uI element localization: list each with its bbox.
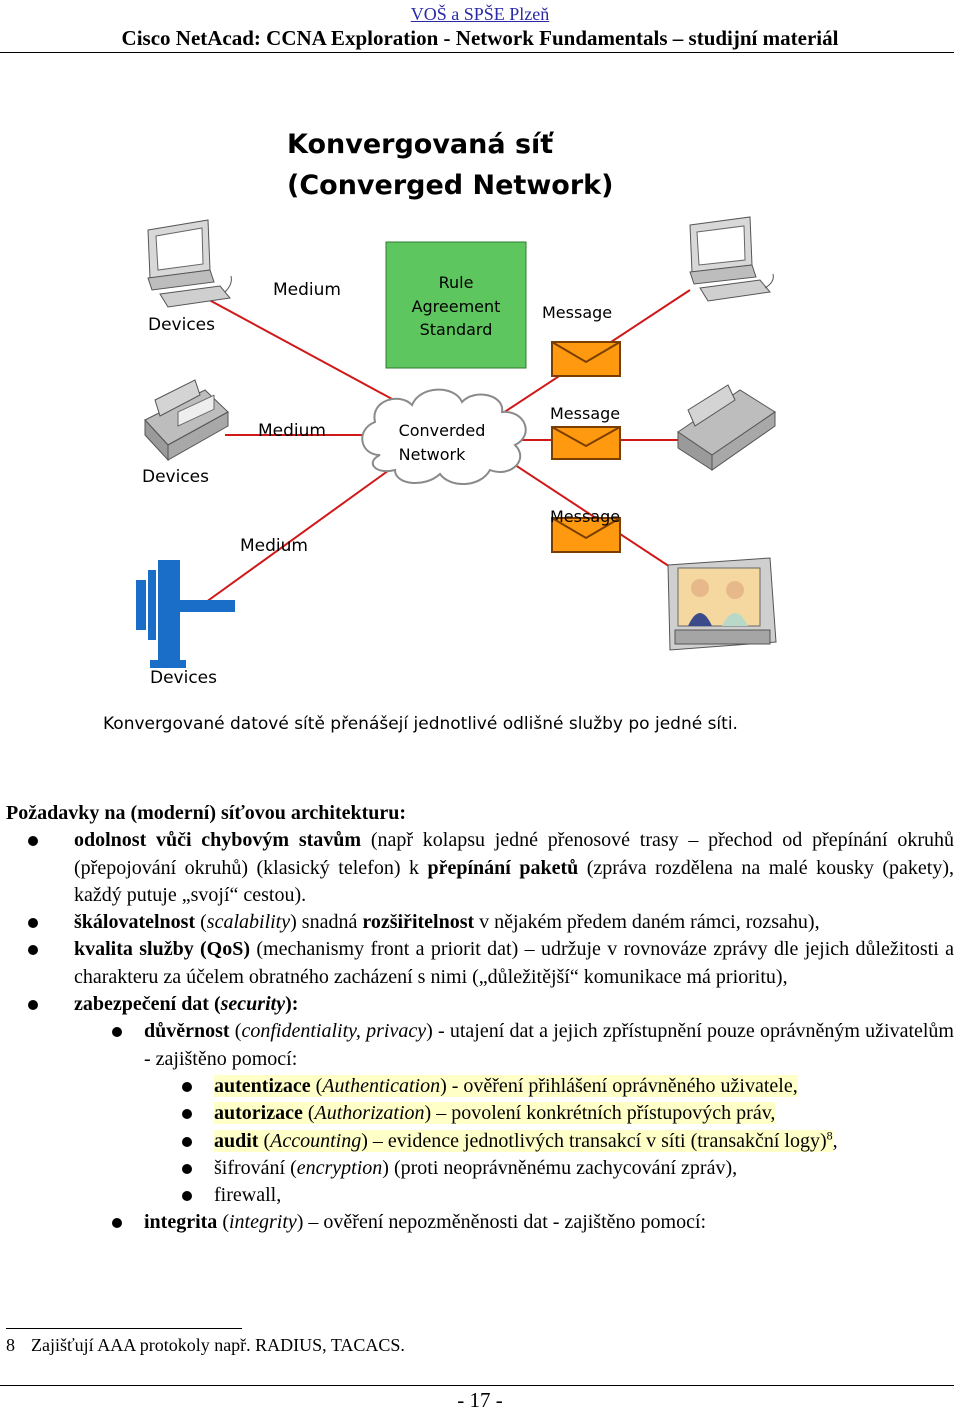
medium-label-3: Medium xyxy=(240,536,308,556)
course-title: Cisco NetAcad: CCNA Exploration - Networ… xyxy=(121,26,839,50)
list-item-fault-tolerance: odolnost vůči chybovým stavům (např kola… xyxy=(6,827,954,909)
message-label-2: Message xyxy=(550,404,620,423)
television-icon xyxy=(667,557,777,651)
requirements-title: Požadavky na (moderní) síťovou architekt… xyxy=(6,802,407,824)
requirements-list: odolnost vůči chybovým stavům (např kola… xyxy=(6,827,954,1236)
footnote-text: Zajišťují AAA protokoly např. RADIUS, TA… xyxy=(31,1335,405,1355)
devices-label-2: Devices xyxy=(142,467,209,487)
requirements-section: Požadavky na (moderní) síťovou architekt… xyxy=(6,800,954,1237)
diagram-title-1: Konvergovaná síť xyxy=(287,129,554,160)
devices-label-3: Devices xyxy=(150,668,217,688)
message-label-1: Message xyxy=(542,303,612,322)
footnote-divider xyxy=(6,1328,242,1329)
list-item-confidentiality: důvěrnost (confidentiality, privacy) - u… xyxy=(6,1018,954,1073)
list-item-integrity: integrita (integrity) – ověření nepozměn… xyxy=(6,1209,954,1236)
diagram-caption: Konvergované datové sítě přenášejí jedno… xyxy=(103,714,738,734)
footer-divider xyxy=(0,1385,954,1386)
cloud-label-1: Converded xyxy=(399,421,486,440)
list-item-security: zabezpečení dat (security): xyxy=(6,991,954,1018)
list-item-firewall: firewall, xyxy=(6,1182,954,1209)
cloud-icon: Converded Network xyxy=(361,388,527,486)
radio-tower-icon xyxy=(136,560,235,668)
list-item-qos: kvalita služby (QoS) (mechanismy front a… xyxy=(6,936,954,991)
list-item-encryption: šifrování (encryption) (proti neoprávněn… xyxy=(6,1155,954,1182)
converged-network-diagram: Konvergovaná síť (Converged Network) Rul… xyxy=(103,129,777,734)
standard-label: Standard xyxy=(420,320,493,339)
footnote: 8 Zajišťují AAA protokoly např. RADIUS, T… xyxy=(6,1335,421,1356)
list-item-authentication: autentizace (Authentication) - ověření p… xyxy=(6,1073,954,1100)
telephone-icon xyxy=(677,384,776,471)
list-item-authorization: autorizace (Authorization) – povolení ko… xyxy=(6,1100,954,1127)
rule-label: Rule xyxy=(439,273,474,292)
message-envelope-icon xyxy=(551,341,621,377)
telephone-icon xyxy=(144,379,229,462)
page-header: VOŠ a SPŠE Plzeň Cisco NetAcad: CCNA Exp… xyxy=(0,0,960,51)
medium-label-1: Medium xyxy=(273,280,341,300)
message-envelope-icon xyxy=(551,517,621,553)
list-item-audit: audit (Accounting) – evidence jednotlivý… xyxy=(6,1128,954,1155)
cloud-label-2: Network xyxy=(399,445,467,464)
agreement-label: Agreement xyxy=(412,297,501,316)
devices-label-1: Devices xyxy=(148,315,215,335)
diagram-title-2: (Converged Network) xyxy=(287,170,613,201)
message-envelope-icon xyxy=(551,426,621,460)
rule-box: Rule Agreement Standard xyxy=(385,241,527,369)
school-name: VOŠ a SPŠE Plzeň xyxy=(410,4,550,24)
list-item-scalability: škálovatelnost (scalability) snadná rozš… xyxy=(6,909,954,936)
computer-icon xyxy=(147,219,232,308)
medium-label-2: Medium xyxy=(258,421,326,441)
message-label-3: Message xyxy=(550,507,620,526)
header-divider xyxy=(0,52,954,53)
footnote-number: 8 xyxy=(6,1335,15,1355)
computer-icon xyxy=(689,216,774,302)
footnote-ref[interactable]: 8 xyxy=(826,1127,833,1142)
page-number: - 17 - xyxy=(457,1388,503,1412)
